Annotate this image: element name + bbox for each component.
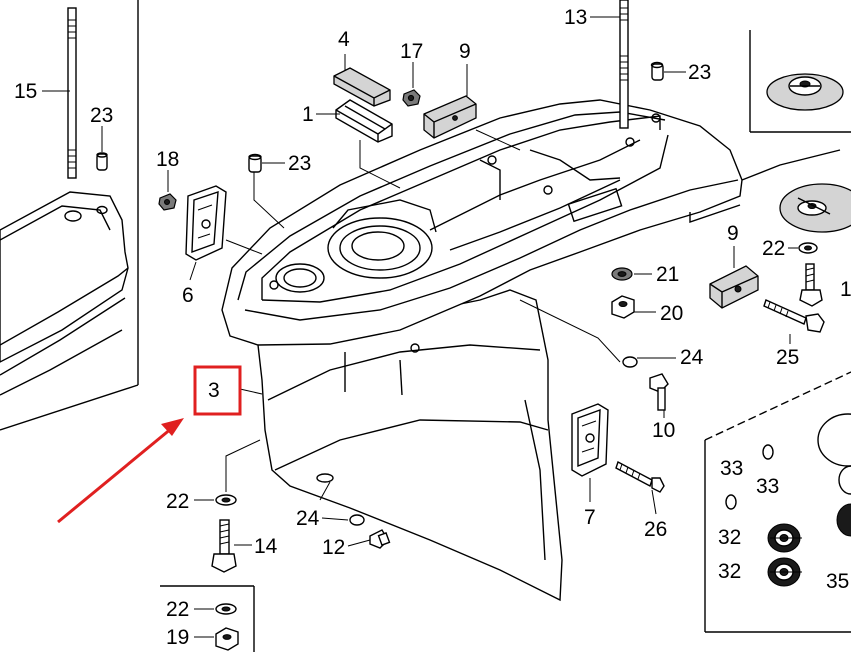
callout-19: 19 bbox=[166, 626, 189, 649]
part-7-bracket bbox=[571, 403, 609, 477]
part-22-washer-bottom bbox=[215, 603, 237, 615]
part-21-washer bbox=[611, 267, 633, 281]
part-6-bracket bbox=[185, 185, 227, 261]
right-pump-plate bbox=[779, 183, 851, 233]
callout-9: 9 bbox=[459, 40, 471, 63]
callout-labels: 15 23 18 6 23 4 17 9 1 13 23 9 22 1 21 2… bbox=[14, 6, 851, 649]
callout-1: 1 bbox=[302, 103, 314, 126]
bottom-left-inset bbox=[160, 585, 255, 652]
part-19-nut bbox=[215, 627, 239, 651]
callout-26: 26 bbox=[644, 518, 667, 541]
stud-15 bbox=[67, 7, 77, 179]
callout-20: 20 bbox=[660, 302, 683, 325]
part-26-bolt bbox=[615, 460, 665, 493]
callout-7: 7 bbox=[584, 506, 596, 529]
part-20-nut bbox=[611, 295, 635, 319]
callout-24: 24 bbox=[296, 507, 320, 530]
part-18-nut bbox=[158, 193, 177, 211]
red-arrow bbox=[57, 418, 184, 524]
callout-22: 22 bbox=[762, 237, 785, 260]
part-14-bolt bbox=[211, 519, 237, 573]
callout-15: 15 bbox=[14, 80, 37, 103]
callout-4: 4 bbox=[338, 28, 350, 51]
callout-13: 13 bbox=[564, 6, 587, 29]
callout-3: 3 bbox=[208, 379, 220, 402]
left-housing-fragment bbox=[0, 0, 139, 431]
part-1-seal bbox=[335, 99, 393, 143]
dowel-pin-23-left bbox=[96, 152, 108, 171]
part-17-nut bbox=[402, 89, 421, 107]
callout-33: 33 bbox=[720, 457, 743, 480]
callout-6: 6 bbox=[182, 284, 194, 307]
callout-23: 23 bbox=[90, 104, 113, 127]
callout-18: 18 bbox=[156, 148, 179, 171]
callout-12: 12 bbox=[322, 536, 345, 559]
part-35-partial bbox=[836, 465, 851, 537]
callout-32: 32 bbox=[718, 526, 741, 549]
dowel-pin-23-right bbox=[650, 61, 664, 81]
stud-13 bbox=[619, 0, 629, 129]
part-1-bolt-right bbox=[799, 263, 823, 307]
part-10-plug bbox=[649, 373, 669, 411]
callout-35: 35 bbox=[826, 570, 849, 593]
callout-21: 21 bbox=[656, 263, 679, 286]
callout-23: 23 bbox=[688, 61, 711, 84]
callout-1: 1 bbox=[840, 278, 851, 301]
part-25-bolt bbox=[763, 299, 825, 333]
part-22-washer-right bbox=[798, 242, 818, 254]
dowel-pin-23-mid bbox=[248, 153, 262, 173]
part-12-plug bbox=[369, 529, 391, 549]
callout-32: 32 bbox=[718, 560, 741, 583]
callout-25: 25 bbox=[776, 346, 799, 369]
right-upper-inset bbox=[749, 30, 851, 133]
leader-lines bbox=[42, 16, 802, 638]
callout-22: 22 bbox=[166, 598, 189, 621]
gear-case-housing bbox=[221, 99, 841, 602]
highlight-box bbox=[193, 365, 242, 416]
right-lower-inset bbox=[704, 371, 851, 633]
part-22-washer-left bbox=[215, 494, 237, 506]
callout-22: 22 bbox=[166, 490, 189, 513]
part-24-oring-left bbox=[349, 514, 365, 526]
part-4-block bbox=[333, 67, 391, 107]
callout-10: 10 bbox=[652, 419, 675, 442]
callout-17: 17 bbox=[400, 40, 423, 63]
part-9-anode-top bbox=[423, 95, 477, 139]
callout-33: 33 bbox=[756, 475, 779, 498]
callout-9: 9 bbox=[727, 222, 739, 245]
callout-14: 14 bbox=[254, 535, 278, 558]
part-24-oring-right bbox=[622, 356, 638, 368]
callout-24: 24 bbox=[680, 346, 704, 369]
callout-23: 23 bbox=[288, 152, 311, 175]
part-9-anode-right bbox=[709, 265, 759, 309]
